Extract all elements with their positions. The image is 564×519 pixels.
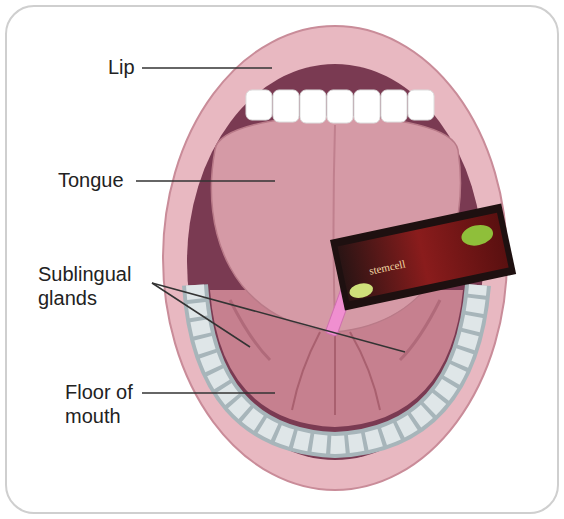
part-label: Floor of mouth bbox=[65, 380, 155, 428]
tongue-midline bbox=[334, 125, 336, 325]
lower-teeth-crowns bbox=[195, 285, 478, 445]
part-label: Lip bbox=[108, 55, 135, 79]
upper-teeth bbox=[246, 90, 434, 123]
frame bbox=[6, 6, 558, 513]
product-packet bbox=[330, 204, 516, 311]
frenulum bbox=[292, 332, 380, 415]
part-label: Sublingual glands bbox=[38, 262, 148, 310]
part-label: Tongue bbox=[58, 168, 124, 192]
leader-lines bbox=[136, 68, 405, 393]
lower-teeth bbox=[195, 285, 478, 445]
